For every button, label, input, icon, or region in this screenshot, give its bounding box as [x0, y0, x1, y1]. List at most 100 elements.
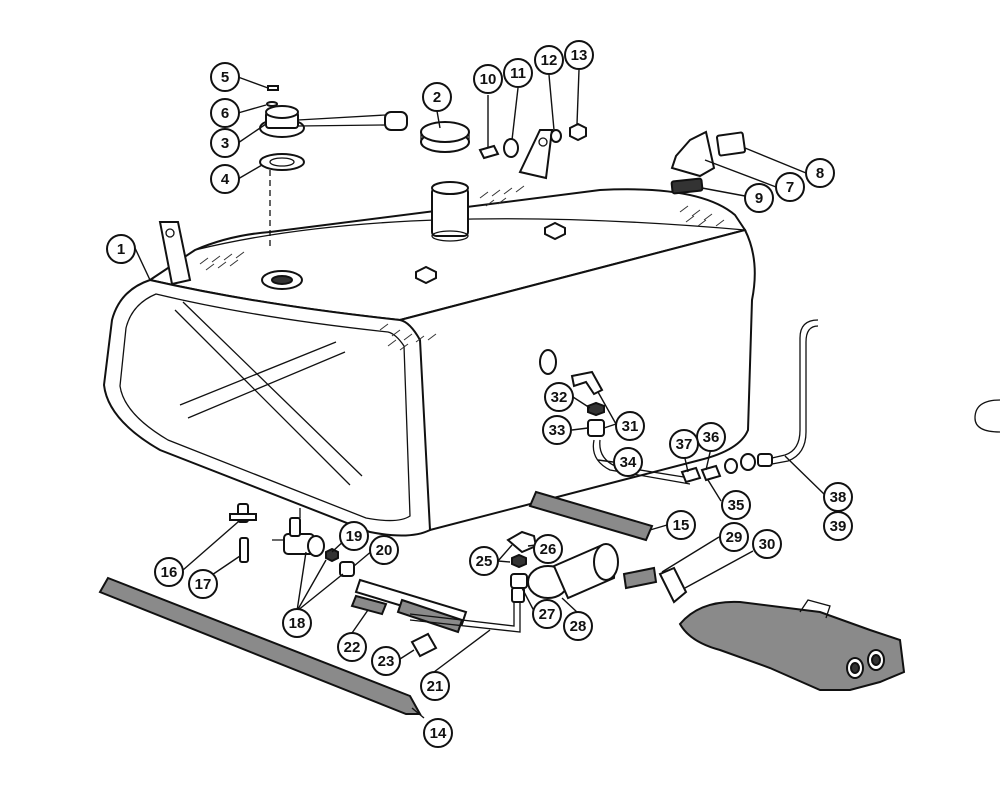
callout-31: 31 [615, 411, 645, 441]
drain-cock [229, 503, 257, 523]
callout-13: 13 [564, 40, 594, 70]
bolt [478, 144, 500, 160]
callout-17: 17 [188, 569, 218, 599]
callout-6: 6 [210, 98, 240, 128]
lock-washer [266, 101, 278, 107]
weld-marks [199, 185, 725, 351]
sender-unit [259, 105, 408, 138]
callout-label: 3 [221, 135, 229, 152]
callout-label: 9 [755, 190, 763, 207]
callout-26: 26 [533, 534, 563, 564]
callout-30: 30 [752, 529, 782, 559]
callout-label: 13 [571, 47, 588, 64]
callout-label: 8 [816, 165, 824, 182]
hex-nut [569, 122, 587, 142]
callout-36: 36 [696, 422, 726, 452]
callout-11: 11 [503, 58, 533, 88]
callout-15: 15 [666, 510, 696, 540]
fitting-assembly [680, 453, 773, 484]
compression-nut [510, 573, 528, 589]
callout-3: 3 [210, 128, 240, 158]
filler-cap [420, 121, 470, 153]
callout-25: 25 [469, 546, 499, 576]
pad [670, 177, 704, 195]
callout-label: 7 [786, 179, 794, 196]
callout-label: 35 [728, 497, 745, 514]
callout-label: 12 [541, 52, 558, 69]
callout-35: 35 [721, 490, 751, 520]
callout-label: 14 [430, 725, 447, 742]
callout-label: 32 [551, 389, 568, 406]
callout-23: 23 [371, 646, 401, 676]
callout-22: 22 [337, 632, 367, 662]
fuel-line [771, 319, 819, 465]
callout-19: 19 [339, 521, 369, 551]
callout-33: 33 [542, 415, 572, 445]
fuel-filter [527, 543, 619, 600]
adapter-fitting [658, 566, 688, 604]
callout-label: 33 [549, 422, 566, 439]
connector [587, 419, 605, 437]
mounting-casting [678, 599, 906, 691]
shut-off-valve [272, 508, 325, 557]
callout-label: 25 [476, 553, 493, 570]
callout-5: 5 [210, 62, 240, 92]
callout-label: 21 [427, 678, 444, 695]
strap-short [528, 490, 654, 542]
hose-section [350, 594, 388, 616]
sleeve [339, 561, 355, 577]
elbow-fitting [570, 370, 604, 396]
callout-label: 38 [830, 489, 847, 506]
spring-washer [550, 129, 562, 143]
callout-label: 23 [378, 653, 395, 670]
callout-label: 16 [161, 564, 178, 581]
callout-8: 8 [805, 158, 835, 188]
callout-27: 27 [532, 599, 562, 629]
callout-16: 16 [154, 557, 184, 587]
callout-38: 38 [823, 482, 853, 512]
callout-34: 34 [613, 447, 643, 477]
callout-9: 9 [744, 183, 774, 213]
callout-1: 1 [106, 234, 136, 264]
callout-32: 32 [544, 382, 574, 412]
callout-28: 28 [563, 611, 593, 641]
fuel-tank [102, 129, 756, 537]
leader-lines [134, 69, 826, 719]
edge-mark [974, 399, 1000, 433]
flat-washer [503, 138, 519, 158]
callout-label: 20 [376, 542, 393, 559]
callout-label: 2 [433, 89, 441, 106]
callout-label: 26 [540, 541, 557, 558]
callout-39: 39 [823, 511, 853, 541]
callout-label: 28 [570, 618, 587, 635]
callout-label: 22 [344, 639, 361, 656]
callout-7: 7 [775, 172, 805, 202]
callout-label: 6 [221, 105, 229, 122]
callout-18: 18 [282, 608, 312, 638]
tube-end [511, 587, 525, 603]
callout-label: 19 [346, 528, 363, 545]
callout-14: 14 [423, 718, 453, 748]
callout-label: 30 [759, 536, 776, 553]
callout-label: 10 [480, 71, 497, 88]
callout-label: 29 [726, 529, 743, 546]
callout-2: 2 [422, 82, 452, 112]
callout-label: 34 [620, 454, 637, 471]
strap-long [98, 576, 422, 715]
callout-label: 4 [221, 171, 230, 188]
fuel-line-bottom [409, 592, 521, 633]
plate [715, 131, 747, 157]
callout-10: 10 [473, 64, 503, 94]
callout-label: 39 [830, 518, 847, 535]
clip [410, 632, 438, 658]
callout-label: 27 [539, 606, 556, 623]
callout-label: 5 [221, 69, 229, 86]
mounting-bracket [670, 130, 716, 178]
callout-label: 17 [195, 576, 212, 593]
grommet [539, 349, 557, 375]
drain-plug [239, 537, 249, 563]
callout-12: 12 [534, 45, 564, 75]
screw [267, 85, 279, 91]
callout-label: 11 [510, 65, 526, 82]
